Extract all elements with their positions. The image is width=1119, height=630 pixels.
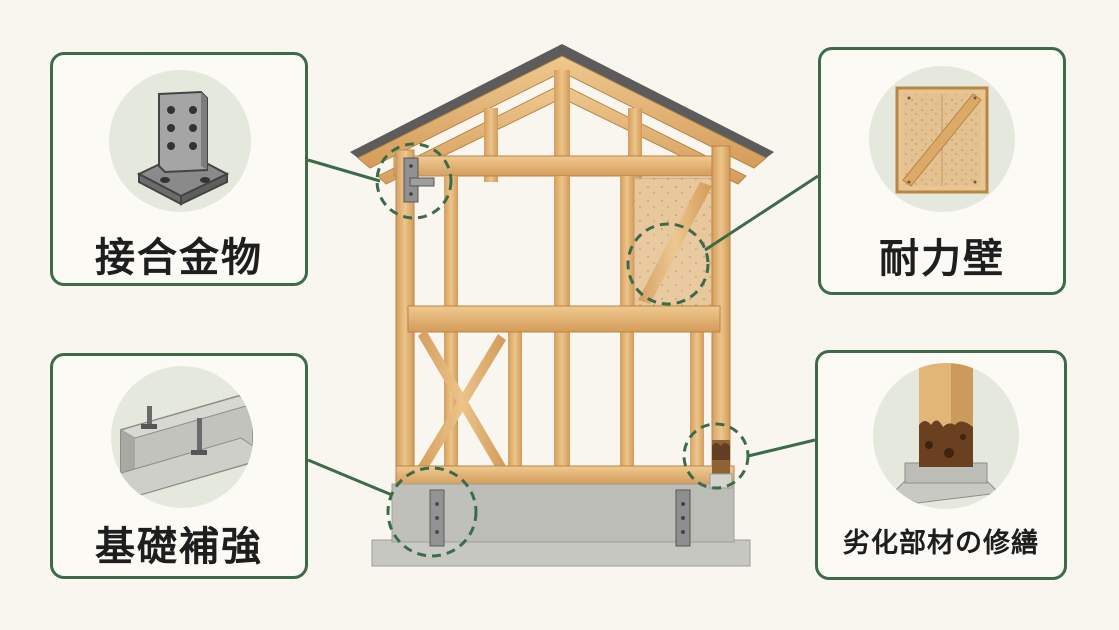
x-bracing	[418, 330, 506, 472]
joint-bracket-icon	[109, 70, 251, 212]
connector-repair	[747, 438, 816, 458]
foundation-straps	[429, 489, 691, 547]
callout-card-bearing-wall: 耐力壁	[818, 47, 1066, 295]
callout-card-joint-hardware: 接合金物	[50, 52, 308, 286]
callout-label: 劣化部材の修繕	[843, 528, 1039, 559]
braced-panel-icon	[869, 66, 1015, 212]
mid-beam	[407, 305, 721, 333]
bearing-wall-panel	[633, 177, 713, 307]
joint-bracket	[403, 157, 435, 203]
decayed-post-base	[709, 440, 733, 489]
callout-card-deteriorated-member-repair: 劣化部材の修繕	[815, 350, 1067, 580]
connector-wall	[704, 174, 819, 252]
callout-label: 耐力壁	[879, 236, 1005, 282]
callout-ring-foundation	[386, 466, 478, 558]
connector-joint	[307, 158, 381, 183]
decayed-post-icon	[873, 363, 1019, 509]
foundation-anchor-icon	[111, 366, 253, 508]
callout-ring-wall	[626, 222, 710, 306]
connector-foundation	[307, 458, 393, 497]
callout-ring-joint	[375, 142, 453, 220]
callout-label: 基礎補強	[95, 524, 263, 570]
callout-label: 接合金物	[95, 235, 263, 281]
callout-card-foundation-reinforcement: 基礎補強	[50, 353, 308, 579]
callout-ring-repair	[682, 422, 750, 490]
